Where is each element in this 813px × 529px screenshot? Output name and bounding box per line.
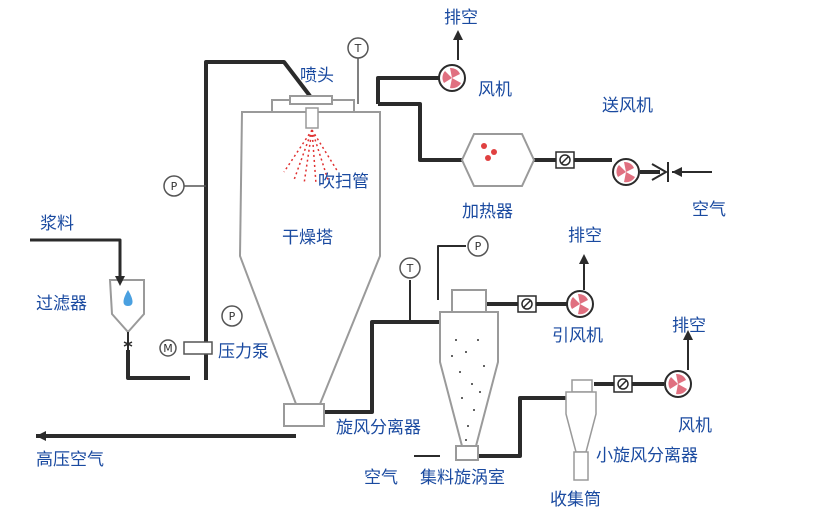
label-air-inlet: 空气 — [692, 200, 726, 220]
damper-valve-icon — [555, 151, 575, 169]
label-vortex-chamber: 集料旋涡室 — [420, 468, 505, 488]
check-valve-icon — [651, 162, 669, 182]
arrow-up-icon — [453, 30, 463, 40]
cyclone-particles — [451, 339, 485, 441]
label-dryer-tower: 干燥塔 — [282, 228, 333, 248]
label-filter: 过滤器 — [36, 294, 87, 314]
label-blower: 送风机 — [602, 96, 653, 116]
heater — [460, 133, 536, 187]
label-nozzle: 喷头 — [300, 66, 334, 86]
arrow-up-icon — [579, 254, 589, 264]
fan-icon — [566, 290, 594, 318]
label-collector: 收集筒 — [550, 490, 601, 510]
small-cyclone — [565, 379, 597, 481]
pipe-tower-to-top-fan — [376, 76, 440, 104]
cyclone-separator — [439, 289, 499, 461]
arrow-up-icon — [683, 330, 693, 340]
pipe-pump-to-nozzle — [204, 60, 312, 380]
fan-icon — [438, 64, 466, 92]
damper-valves — [517, 151, 633, 393]
pipe-slurry-in — [30, 238, 122, 280]
arrows — [36, 30, 693, 441]
damper-valve-icon — [517, 295, 537, 313]
arrow-down-icon — [115, 276, 125, 286]
label-purge-tube: 吹扫管 — [318, 172, 369, 192]
nozzle-spray — [283, 107, 339, 185]
gauge-label-t-top: T — [354, 42, 362, 55]
motor-gauge-label: M — [163, 342, 173, 355]
label-small-cyclone: 小旋风分离器 — [596, 446, 698, 466]
pipe-vortex-to-small-cyclone — [466, 396, 574, 458]
label-fan-right: 风机 — [678, 416, 712, 436]
label-air-bottom: 空气 — [364, 468, 398, 488]
label-pressure-pump: 压力泵 — [218, 342, 269, 362]
gauge-label-t-cyclone: T — [406, 262, 414, 275]
gauge-pressure-tower — [221, 305, 243, 327]
label-exhaust-mid: 排空 — [568, 226, 602, 246]
gauges — [163, 37, 489, 327]
filter — [108, 279, 145, 350]
droplet-icon — [123, 290, 133, 306]
label-fan-top: 风机 — [478, 80, 512, 100]
label-exhaust-top: 排空 — [444, 8, 478, 28]
label-induced-fan: 引风机 — [552, 326, 603, 346]
label-high-pressure-air: 高压空气 — [36, 450, 104, 470]
arrow-left-icon — [672, 167, 682, 177]
gauge-temp-cyclone — [399, 257, 421, 279]
pipe-cyclone-top — [437, 245, 466, 300]
pressure-pump: M — [159, 339, 213, 357]
gauge-label-p-left: P — [171, 180, 178, 193]
damper-valve-icon — [613, 375, 633, 393]
fan-icon — [612, 158, 640, 186]
pipe-heater-to-tower — [378, 102, 462, 162]
gauge-labels: T P P T P — [171, 42, 482, 323]
gauge-label-p-tower: P — [229, 310, 236, 323]
label-heater: 加热器 — [462, 202, 513, 222]
label-cyclone: 旋风分离器 — [336, 418, 421, 438]
gauge-pressure-cyclone — [467, 235, 489, 257]
pipe-filter-to-pump — [126, 350, 190, 380]
arrow-left-icon — [36, 431, 46, 441]
fans — [438, 64, 692, 398]
fan-icon — [664, 370, 692, 398]
gauge-label-p-cyclone: P — [475, 240, 482, 253]
label-exhaust-right: 排空 — [672, 316, 706, 336]
label-slurry: 浆料 — [40, 214, 74, 234]
